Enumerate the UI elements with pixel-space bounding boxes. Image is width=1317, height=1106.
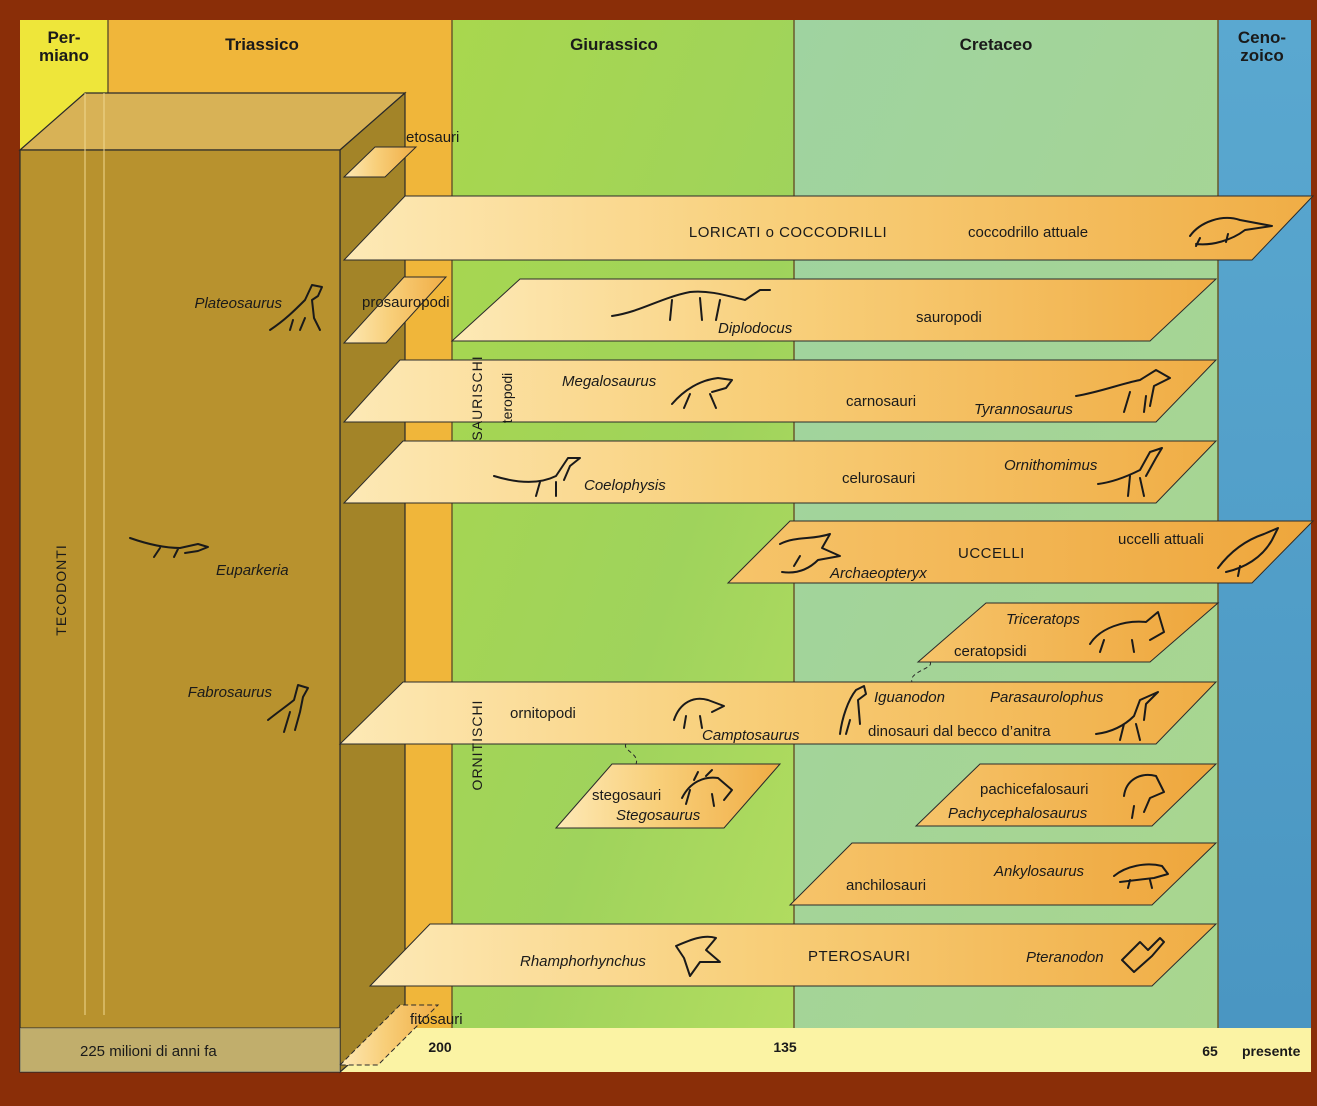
pterosauri-label: PTEROSAURI [808, 948, 911, 965]
ceratopsidi-label: ceratopsidi [954, 643, 1027, 660]
archaeopteryx-label: Archaeopteryx [829, 565, 927, 582]
etosauri-label: etosauri [406, 129, 459, 146]
stegosaurus-label: Stegosaurus [616, 807, 701, 824]
axis-225-label: 225 milioni di anni fa [80, 1043, 217, 1060]
triceratops-label: Triceratops [1006, 611, 1080, 628]
prosauropodi-label: prosauropodi [362, 294, 450, 311]
ankylosaurus-label: Ankylosaurus [993, 863, 1085, 880]
axis-65-label: 65 [1202, 1043, 1218, 1059]
pteranodon-label: Pteranodon [1026, 949, 1104, 966]
ornitopodi-label: ornitopodi [510, 705, 576, 722]
jurassic-zone [452, 20, 794, 1028]
tecodonti-block: TECODONTI Plateosaurus Euparkeria Fabros… [20, 93, 405, 1072]
teropodi-label: teropodi [499, 373, 515, 424]
era-jurassic-label: Giurassico [570, 35, 658, 54]
coelophysis-label: Coelophysis [584, 477, 666, 494]
uccelli-label: UCCELLI [958, 545, 1025, 562]
tecodonti-label: TECODONTI [53, 544, 69, 635]
rhamphorhynchus-label: Rhamphorhynchus [520, 953, 646, 970]
pachicefalosauri-label: pachicefalosauri [980, 781, 1088, 798]
era-cretaceous-label: Cretaceo [960, 35, 1033, 54]
axis-135-label: 135 [773, 1039, 797, 1055]
becco-label: dinosauri dal becco d’anitra [868, 723, 1051, 740]
anchilosauri-label: anchilosauri [846, 877, 926, 894]
saurischi-label: SAURISCHI [469, 355, 485, 440]
megalosaurus-label: Megalosaurus [562, 373, 657, 390]
tyrannosaurus-label: Tyrannosaurus [974, 401, 1073, 418]
axis-present-label: presente [1242, 1043, 1301, 1059]
axis-200-label: 200 [428, 1039, 452, 1055]
fabrosaurus-label: Fabrosaurus [188, 684, 273, 701]
carnosauri-label: carnosauri [846, 393, 916, 410]
uccelli-attuali-label: uccelli attuali [1118, 531, 1204, 548]
era-cenozoic-label: Ceno-zoico [1238, 28, 1286, 65]
coccodrillo-label: coccodrillo attuale [968, 224, 1088, 241]
parasaurolophus-label: Parasaurolophus [990, 689, 1104, 706]
iguanodon-label: Iguanodon [874, 689, 945, 706]
era-triassic-label: Triassico [225, 35, 299, 54]
stegosauri-label: stegosauri [592, 787, 661, 804]
plateosaurus-label: Plateosaurus [194, 295, 282, 312]
celurosauri-label: celurosauri [842, 470, 915, 487]
fitosauri-label: fitosauri [410, 1011, 463, 1028]
loricati-label: LORICATI o COCCODRILLI [689, 224, 887, 241]
ornithomimus-label: Ornithomimus [1004, 457, 1098, 474]
pachycephalosaurus-label: Pachycephalosaurus [948, 805, 1088, 822]
sauropodi-label: sauropodi [916, 309, 982, 326]
sauropodi-band [452, 279, 1216, 341]
ornitischi-label: ORNITISCHI [469, 700, 485, 791]
diplodocus-label: Diplodocus [718, 320, 793, 337]
euparkeria-label: Euparkeria [216, 562, 289, 579]
camptosaurus-label: Camptosaurus [702, 727, 800, 744]
